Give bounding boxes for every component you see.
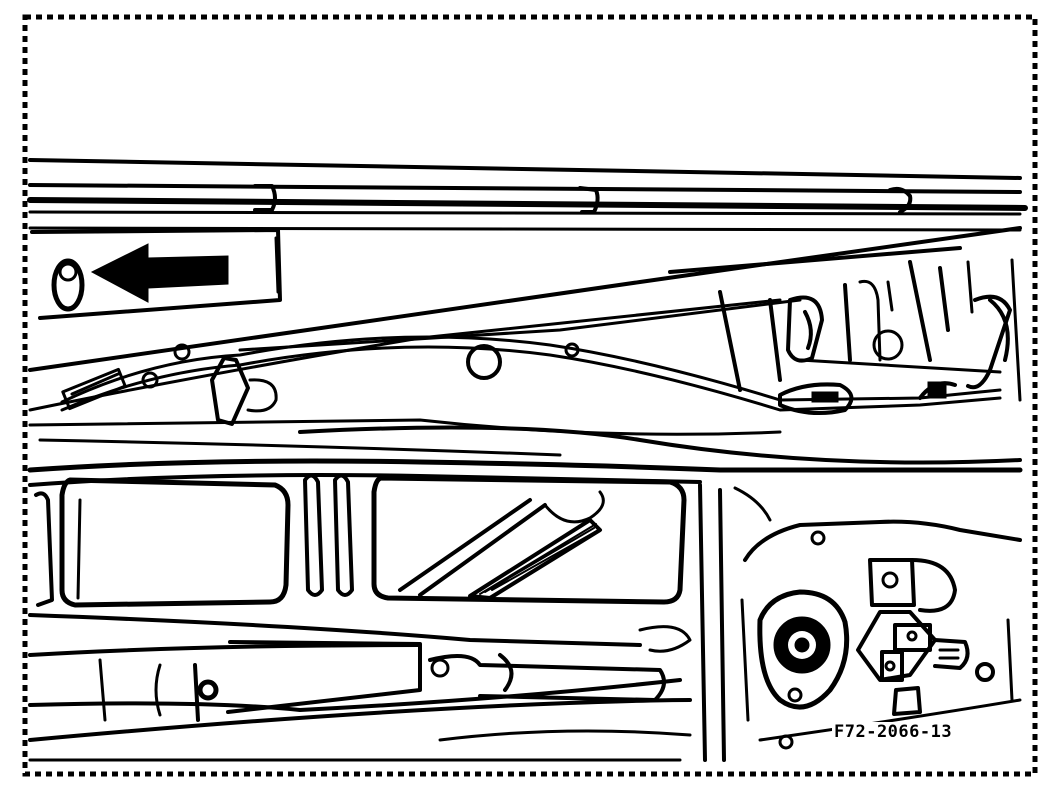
direction-placard (30, 228, 282, 320)
inner-panel (27, 458, 1023, 762)
left-arrow-icon (90, 243, 229, 303)
channel-clips (253, 184, 913, 214)
door-upper-rail (28, 226, 1022, 465)
latch-assembly (718, 258, 1022, 402)
lock-cable (60, 298, 1002, 426)
clip-icon (888, 186, 913, 214)
figure-code: F72-2066-13 (832, 722, 955, 742)
speaker-icon (740, 519, 1022, 750)
clip-icon (578, 186, 600, 214)
lock-bracket (856, 558, 1014, 716)
dashed-frame (22, 14, 1038, 777)
lower-panel (28, 613, 692, 762)
window-channel (27, 158, 1028, 232)
clip-icon (253, 184, 277, 212)
